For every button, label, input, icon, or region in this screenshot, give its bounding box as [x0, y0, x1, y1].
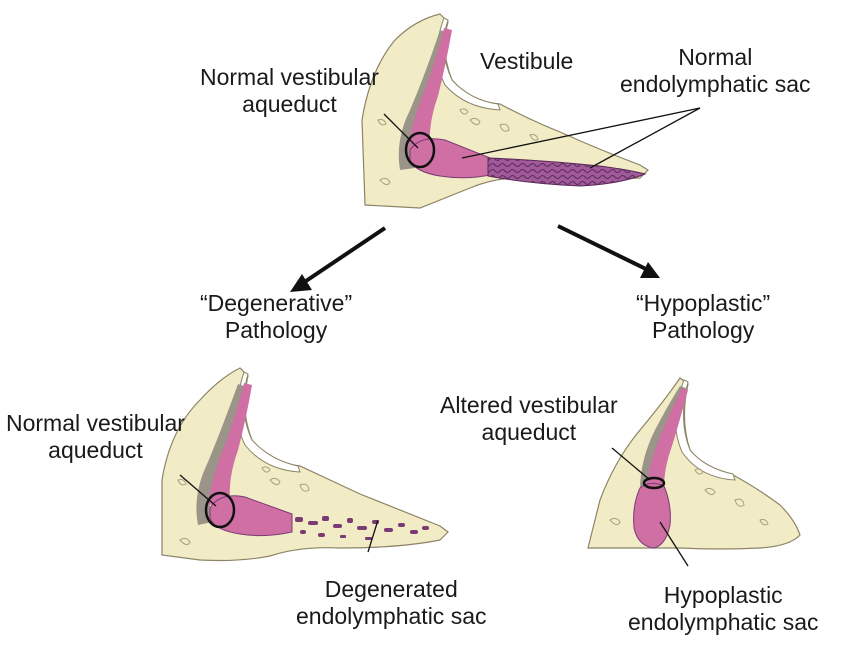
top-aqueduct-tissue: [408, 28, 452, 150]
right-sac-leader: [659, 521, 689, 567]
top-aqueduct-label-line2: aqueduct: [242, 91, 337, 117]
right-bone-pores: [609, 468, 769, 526]
right-hypoplastic-sac: [633, 482, 671, 549]
top-aqueduct-label: Normal vestibular aqueduct: [200, 64, 379, 118]
left-dura: [196, 384, 244, 525]
degenerative-pathology-label: “Degenerative” Pathology: [200, 290, 352, 344]
left-sac-proximal: [209, 495, 293, 537]
left-degenerative-panel: [161, 367, 449, 562]
top-sac-label: Normal endolymphatic sac: [620, 44, 811, 98]
left-aqueduct-ring: [204, 491, 236, 529]
right-aqueduct-label: Altered vestibular aqueduct: [440, 392, 618, 446]
hypoplastic-label-line1: “Hypoplastic”: [636, 290, 771, 316]
right-arrow-head: [640, 262, 660, 278]
right-aqueduct-leader: [611, 447, 651, 481]
hypoplastic-sac-label-line2: endolymphatic sac: [628, 609, 819, 635]
branch-arrows: [290, 224, 660, 292]
top-sac-leader-1: [461, 107, 701, 159]
left-bone-pores: [177, 466, 310, 546]
left-sac-leader: [367, 519, 379, 553]
right-aqueduct-label-line2: aqueduct: [481, 419, 577, 445]
left-aqueduct-label-line2: aqueduct: [48, 437, 143, 463]
top-sac-label-line1: Normal: [678, 44, 753, 70]
left-aqueduct-label-line1: Normal vestibular: [6, 410, 185, 436]
right-aqueduct-ring: [642, 476, 666, 490]
top-aqueduct-ring: [404, 131, 436, 169]
degenerative-label-line1: “Degenerative”: [200, 290, 353, 316]
right-hypoplastic-panel: [587, 377, 801, 567]
right-aqueduct-label-line1: Altered vestibular: [440, 392, 618, 418]
top-aqueduct-leader: [383, 113, 419, 149]
top-bone-pores: [377, 108, 539, 186]
degenerative-label-line2: Pathology: [224, 317, 328, 343]
vestibule-label: Vestibule: [480, 48, 574, 74]
degenerated-sac-label: Degenerated endolymphatic sac: [296, 576, 487, 630]
top-sac-leader-2: [589, 107, 701, 169]
top-sac-distal: [487, 157, 647, 187]
left-aqueduct-label: Normal vestibular aqueduct: [6, 410, 185, 464]
top-sac-label-line2: endolymphatic sac: [620, 71, 811, 97]
right-aqueduct-tissue: [646, 388, 688, 488]
left-arrow-head: [290, 274, 312, 292]
hypoplastic-pathology-label: “Hypoplastic” Pathology: [636, 290, 770, 344]
top-aqueduct-label-line1: Normal vestibular: [200, 64, 379, 90]
hypoplastic-label-line2: Pathology: [651, 317, 755, 343]
top-normal-panel: [361, 13, 701, 209]
hypoplastic-sac-label-line1: Hypoplastic: [663, 582, 783, 608]
left-aqueduct-tissue: [208, 383, 252, 505]
degenerated-sac-label-line2: endolymphatic sac: [296, 603, 487, 629]
degenerated-sac-label-line1: Degenerated: [324, 576, 458, 602]
left-aqueduct-leader: [179, 474, 217, 507]
hypoplastic-sac-label: Hypoplastic endolymphatic sac: [628, 582, 819, 636]
left-sac-fragments: [295, 516, 429, 540]
